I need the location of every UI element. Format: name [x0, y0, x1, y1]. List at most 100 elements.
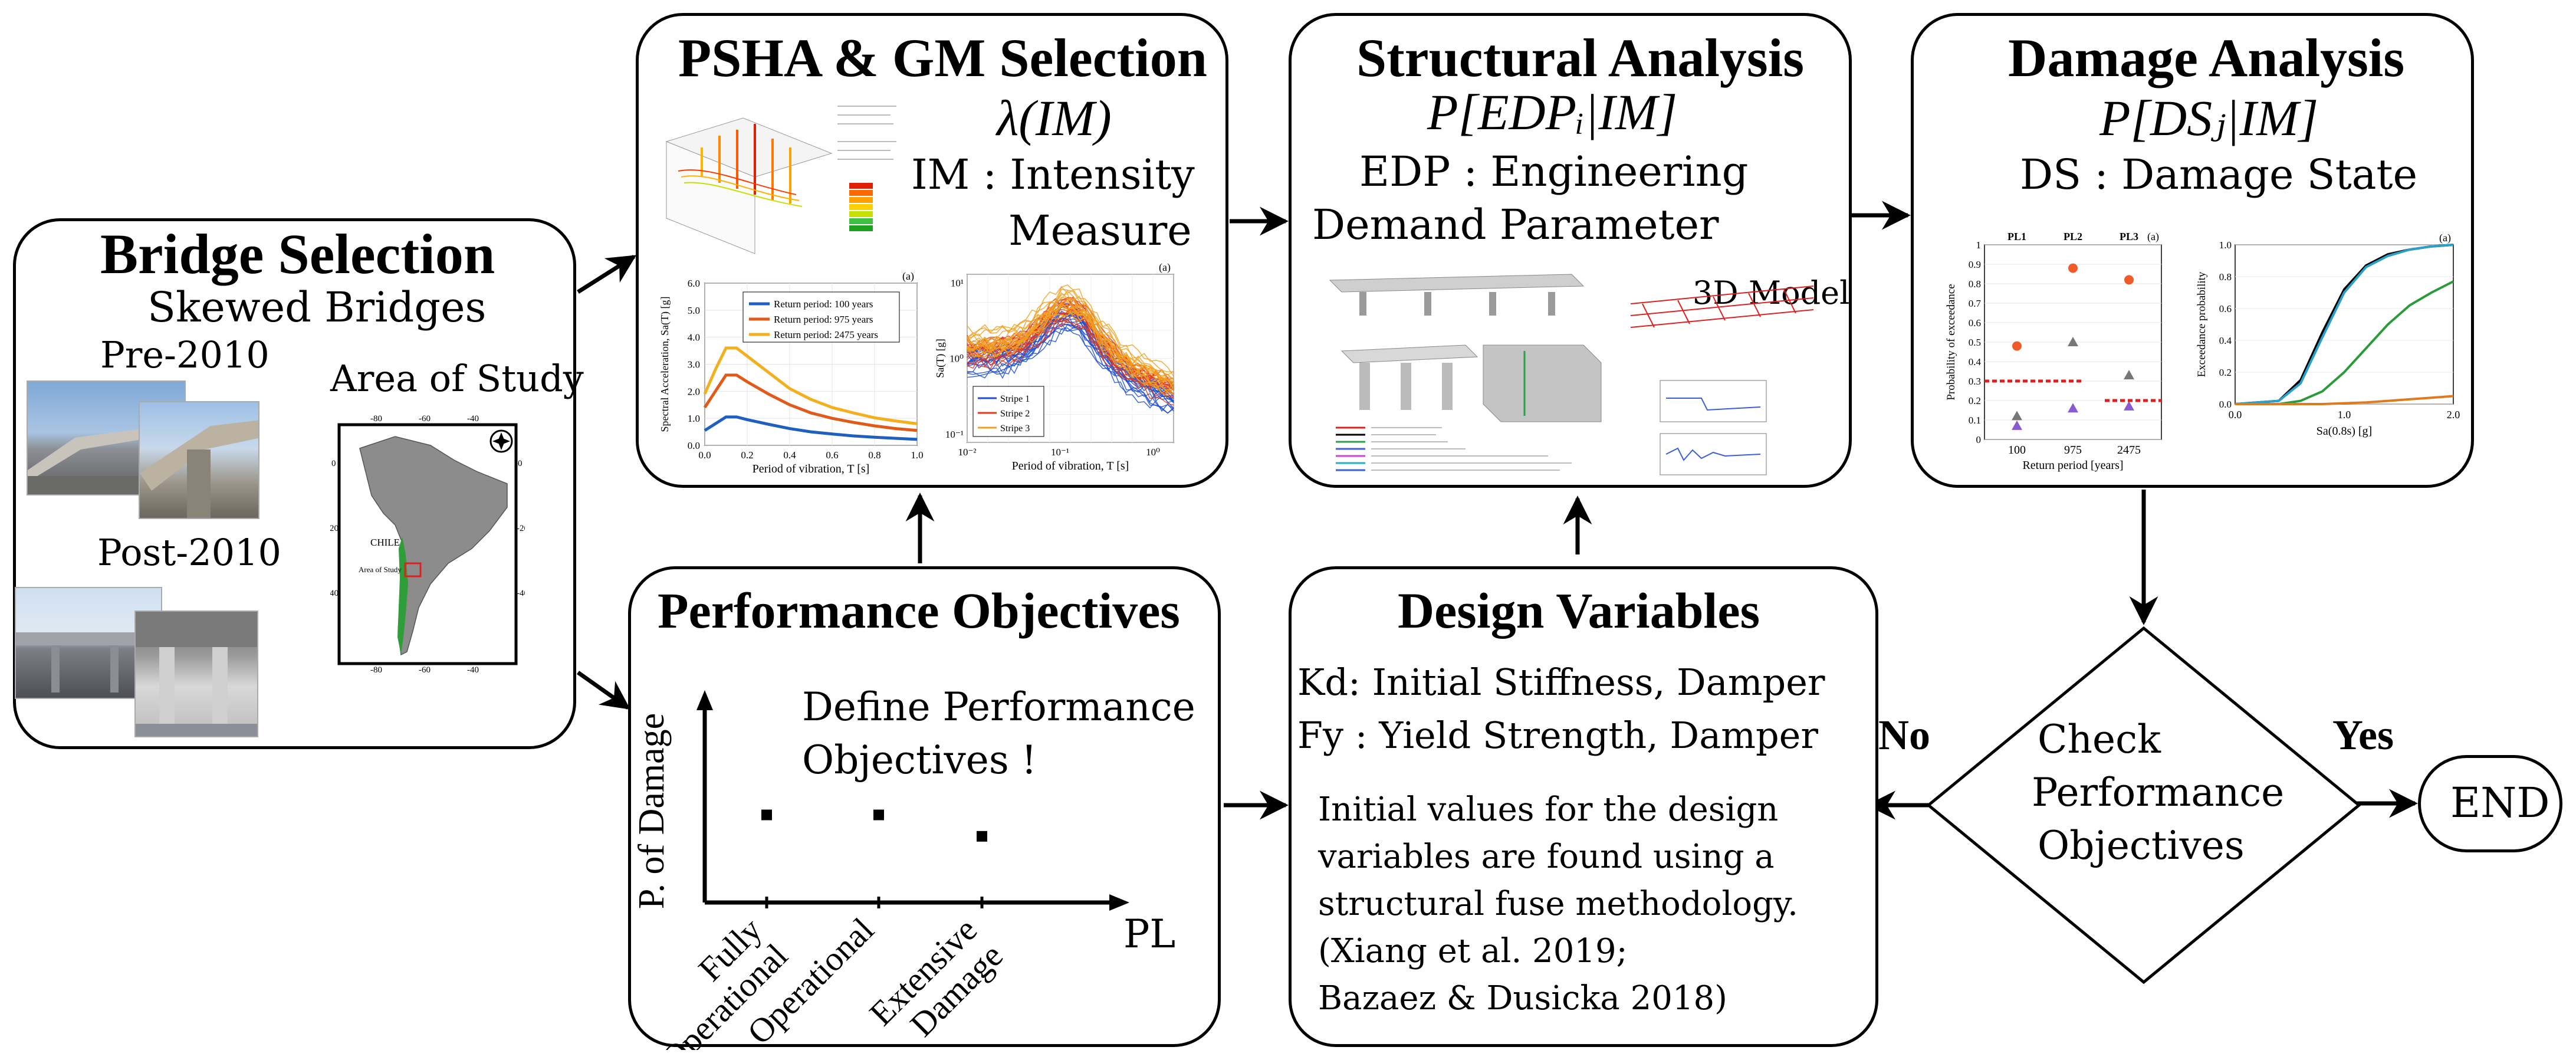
- map-lon-tick: -40: [467, 414, 479, 424]
- fragility-series-line: [2235, 244, 2454, 405]
- damage-point: [2012, 341, 2022, 351]
- pre-2010-label: Pre-2010: [100, 333, 270, 376]
- damage-header: PL1: [2007, 231, 2026, 242]
- damage-ytick: 0.1: [1969, 415, 1981, 426]
- records-ylabel: Sa(T) [g]: [934, 339, 947, 378]
- fragility-xtick: 2.0: [2447, 409, 2460, 421]
- records-series-line: [967, 323, 1174, 414]
- damage-ytick: 0.7: [1969, 298, 1982, 309]
- damage-point: [2124, 370, 2134, 380]
- spectrum-legend-label: Return period: 975 years: [774, 314, 873, 325]
- damage-point: [2068, 403, 2078, 413]
- check-line1: Check: [2038, 717, 2161, 762]
- spectrum-ytick: 1.0: [688, 413, 700, 424]
- spectrum-ytick: 5.0: [688, 305, 700, 316]
- psha-line1: IM : Intensity: [911, 150, 1195, 199]
- map-lon-tick: -80: [370, 414, 382, 424]
- arrow-bridge-to-performance: [576, 671, 631, 710]
- map-lon-tick: -60: [419, 414, 431, 424]
- spectrum-series-line: [704, 415, 918, 441]
- bridge-subtitle: Skewed Bridges: [147, 283, 487, 332]
- records-ytick: 10⁰: [949, 353, 964, 365]
- structural-line2: Demand Parameter: [1312, 201, 1719, 249]
- damage-ytick: 0: [1976, 434, 1982, 445]
- spectrum-xtick: 0.6: [826, 449, 838, 461]
- post-2010-label: Post-2010: [97, 531, 281, 574]
- records-xtick: 10⁻¹: [1051, 447, 1069, 458]
- map-lon-tick: -60: [419, 665, 431, 672]
- map-lat-tick: 0: [331, 459, 336, 468]
- structural-formula: P[EDPᵢ|IM]: [1427, 84, 1678, 140]
- fragility-series-line: [2235, 280, 2454, 405]
- fragility-series-line: [2235, 395, 2454, 405]
- records-legend-label: Stripe 1: [1000, 394, 1030, 404]
- end-label: END: [2450, 779, 2550, 827]
- area-of-study-label: Area of Study: [330, 357, 584, 400]
- records-series-line: [967, 319, 1174, 406]
- records-series-line: [967, 327, 1174, 412]
- damage-ytick: 0.5: [1969, 337, 1981, 348]
- map-chile-label: CHILE: [370, 537, 400, 548]
- design-para-1: Initial values for the design: [1318, 790, 1779, 829]
- spectrum-legend-label: Return period: 100 years: [774, 298, 873, 310]
- fragility-panel-label: (a): [2439, 232, 2451, 244]
- performance-box: [628, 566, 1221, 1047]
- spectrum-series-line: [703, 373, 918, 432]
- fragility-ytick: 0.0: [2219, 399, 2232, 410]
- records-ytick: 10¹: [951, 277, 964, 288]
- design-box: [1289, 566, 1878, 1047]
- map-lat-tick: -40: [330, 589, 339, 598]
- damage-point: [2012, 420, 2022, 430]
- spectrum-xtick: 1.0: [911, 449, 923, 461]
- records-xtick: 10⁰: [1146, 447, 1160, 458]
- fragility-ytick: 0.6: [2219, 303, 2232, 314]
- spectrum-legend-label: Return period: 2475 years: [774, 329, 878, 340]
- structural-title: Structural Analysis: [1356, 28, 1805, 88]
- damage-ytick: 1: [1976, 239, 1982, 251]
- psha-title: PSHA & GM Selection: [678, 28, 1207, 88]
- records-legend-label: Stripe 2: [1000, 409, 1030, 419]
- spectrum-series-line: [703, 346, 918, 425]
- damage-point: [2068, 337, 2078, 346]
- fragility-xlabel: Sa(0.8s) [g]: [2317, 425, 2372, 438]
- damage-ytick: 0.4: [1969, 356, 1982, 367]
- design-title: Design Variables: [1398, 582, 1760, 639]
- psha-formula: λ(IM): [997, 90, 1112, 146]
- bridge-3d-model: [1324, 262, 1837, 483]
- fragility-ylabel: Exceedance probability: [2196, 271, 2208, 377]
- spectrum-ylabel: Spectral Acceleration, Sa(T) [g]: [659, 297, 671, 432]
- check-line2: Performance: [2032, 770, 2285, 815]
- records-series-line: [967, 284, 1174, 377]
- spectrum-xlabel: Period of vibration, T [s]: [753, 462, 870, 475]
- map-area-label: Area of Study: [359, 565, 402, 574]
- hazard-3d-plot: [655, 83, 902, 262]
- spectrum-xtick: 0.4: [783, 449, 796, 461]
- design-para-3: structural fuse methodology.: [1318, 885, 1798, 923]
- design-fy: Fy : Yield Strength, Damper: [1297, 714, 1819, 757]
- records-legend-label: Stripe 3: [1000, 424, 1030, 434]
- records-series-line: [967, 297, 1174, 381]
- records-series-line: [967, 285, 1174, 373]
- define-line1: Define Performance: [802, 684, 1195, 730]
- damage-point: [2012, 411, 2022, 421]
- damage-ytick: 0.9: [1969, 259, 1981, 270]
- arrow-bridge-to-psha: [577, 255, 637, 294]
- damage-formula: P[DSⱼ|IM]: [2099, 90, 2319, 146]
- damage-ytick: 0.6: [1969, 317, 1981, 329]
- pl-axis-label: PL: [1123, 911, 1176, 957]
- spectrum-xtick: 0.8: [868, 449, 880, 461]
- spectrum-ytick: 6.0: [688, 278, 700, 289]
- spectrum-ytick: 4.0: [688, 332, 700, 343]
- spectrum-panel-label: (a): [902, 270, 914, 283]
- design-para-4: (Xiang et al. 2019;: [1318, 932, 1628, 970]
- damage-ytick: 0.2: [1969, 395, 1981, 406]
- design-kd: Kd: Initial Stiffness, Damper: [1297, 661, 1825, 704]
- damage-ytick: 0.3: [1969, 376, 1981, 387]
- bridge-selection-title: Bridge Selection: [100, 222, 495, 285]
- fragility-xtick: 1.0: [2338, 409, 2351, 421]
- fragility-ytick: 1.0: [2219, 239, 2232, 251]
- damage-point: [2068, 263, 2078, 273]
- fragility-frame: [2235, 244, 2454, 405]
